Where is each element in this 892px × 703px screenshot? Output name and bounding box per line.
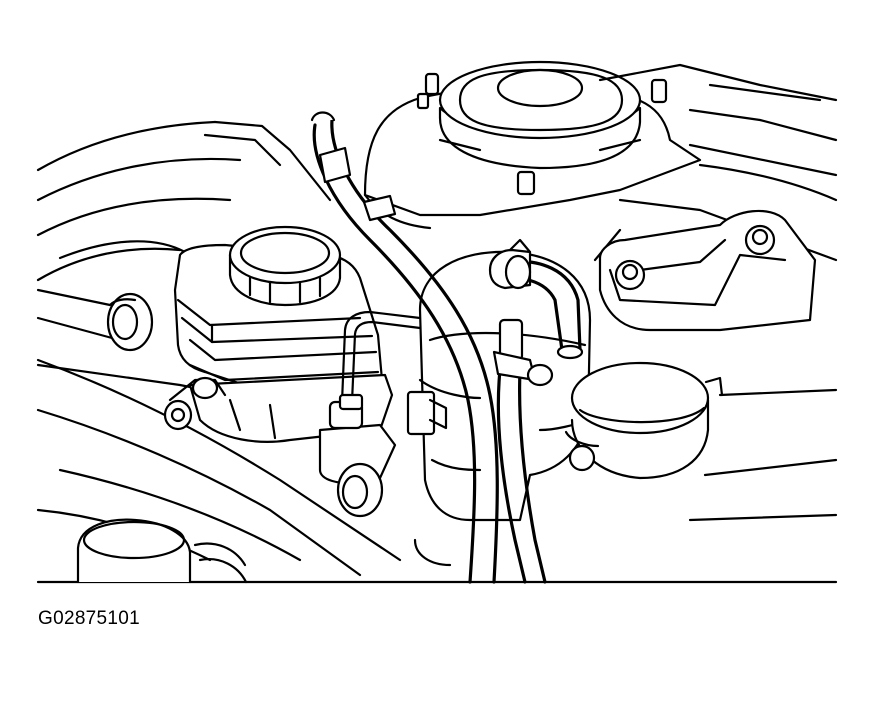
- brake-booster: [36, 120, 332, 282]
- reservoir-filler-cap: [228, 225, 342, 307]
- strut-tower: [363, 60, 702, 230]
- mounting-bracket: [598, 209, 817, 332]
- pressure-hose-long: [310, 111, 499, 584]
- figure-id-label: G02875101: [38, 608, 141, 629]
- supply-hose: [492, 318, 554, 584]
- vacuum-hose-left: [36, 288, 154, 352]
- return-hose: [488, 238, 584, 360]
- brake-line-tube: [338, 310, 422, 411]
- coolant-reservoir-cap: [564, 361, 724, 480]
- washer-reservoir-cap: [76, 518, 248, 584]
